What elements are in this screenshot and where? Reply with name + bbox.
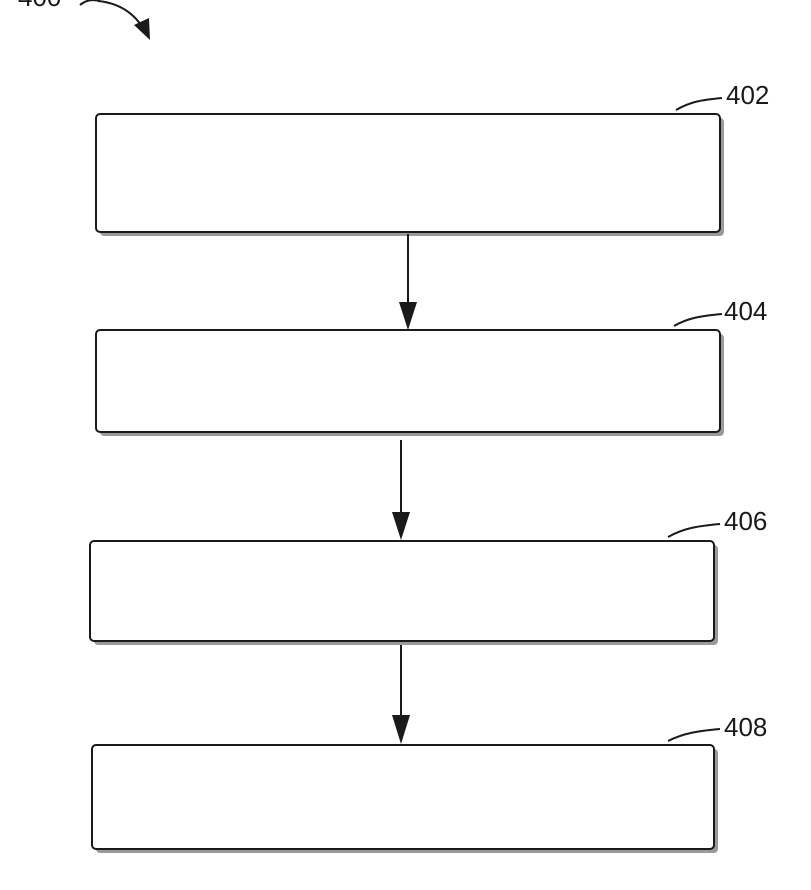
connector-404-406 — [392, 440, 410, 540]
step-406: 406 — [90, 506, 767, 645]
connector-402-404 — [399, 234, 417, 330]
connector-404-406-arrowhead — [392, 512, 410, 540]
figure-ref-label: 400 — [18, 0, 61, 12]
step-402-ref: 402 — [726, 80, 769, 110]
step-408-box — [92, 745, 714, 849]
connector-402-404-arrowhead — [399, 302, 417, 330]
step-404: 404 — [96, 296, 767, 436]
step-406-ref: 406 — [724, 506, 767, 536]
step-402-leader — [676, 98, 722, 110]
step-408-ref: 408 — [724, 712, 767, 742]
step-404-box — [96, 330, 720, 432]
figure-ref-arrowhead — [134, 18, 150, 40]
step-408-leader — [668, 729, 720, 741]
step-402: 402 — [96, 80, 769, 236]
connector-406-408-arrowhead — [392, 715, 410, 744]
step-406-leader — [668, 524, 720, 537]
connector-406-408 — [392, 645, 410, 744]
step-408: 408 — [92, 712, 767, 853]
step-406-box — [90, 541, 714, 641]
step-404-ref: 404 — [724, 296, 767, 326]
step-402-box — [96, 114, 720, 232]
figure-ref-leader — [80, 0, 100, 5]
step-404-leader — [674, 314, 722, 326]
